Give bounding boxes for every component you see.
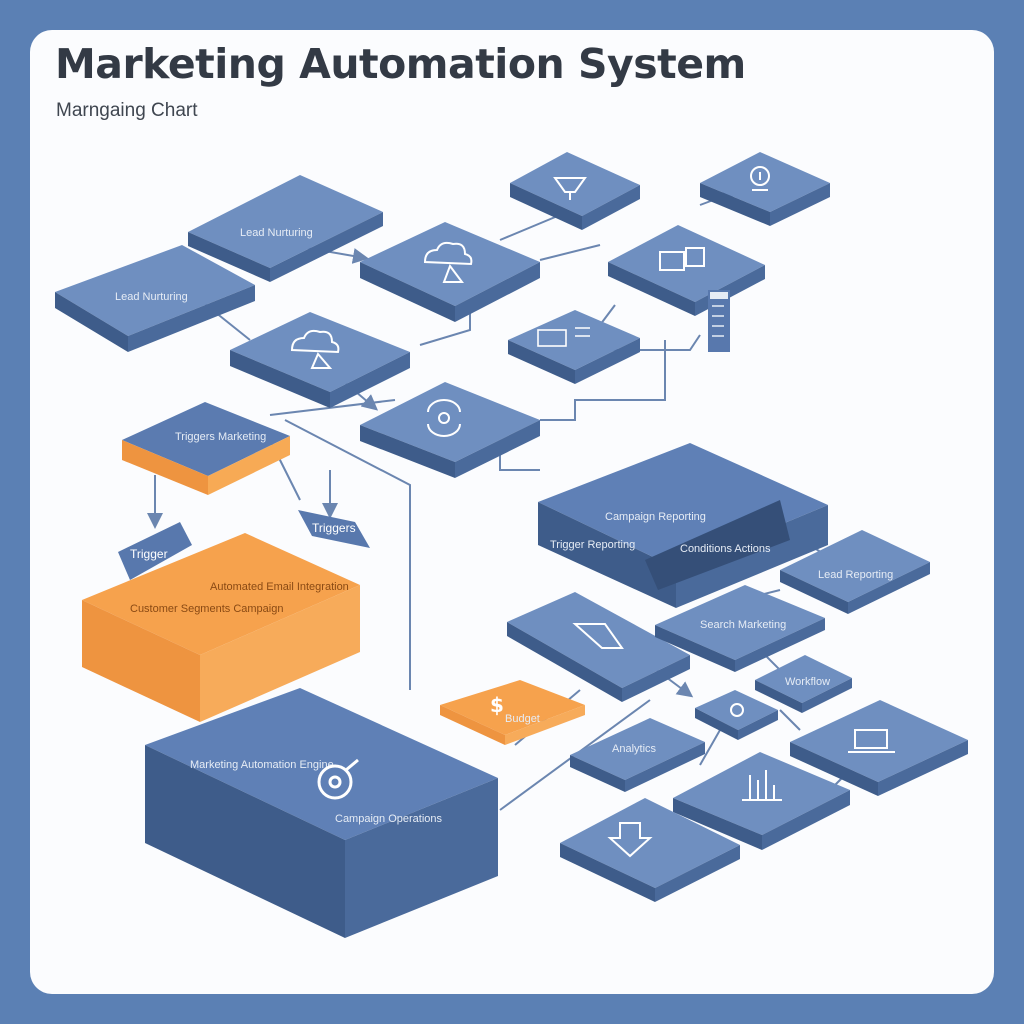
target-icon: [317, 758, 359, 800]
page-subtitle: Marngaing Chart: [56, 100, 198, 121]
funnel-icon: [553, 177, 587, 200]
tag-trigger-right[interactable]: Triggers: [298, 510, 370, 548]
trigger-reporting-label: Trigger Reporting: [550, 539, 635, 551]
node-triggers-marketing[interactable]: Triggers Marketing: [122, 402, 290, 495]
funnel-down-icon: [572, 623, 624, 649]
lead-nurturing-top-label: Lead Nurturing: [240, 227, 313, 239]
trigger-left-label: Trigger: [130, 547, 168, 561]
node-download[interactable]: [560, 798, 740, 902]
node-central-hub[interactable]: Marketing Automation Engine Campaign Ope…: [145, 688, 498, 938]
node-lead-reporting[interactable]: Lead Reporting: [780, 530, 930, 614]
node-gear[interactable]: [695, 690, 778, 740]
page-title: Marketing Automation System: [55, 40, 746, 88]
node-lightbulb[interactable]: [700, 152, 830, 226]
svg-text:$: $: [490, 693, 504, 717]
node-mini-workflow[interactable]: Workflow: [755, 655, 852, 713]
node-cloud-upper[interactable]: [360, 222, 540, 322]
node-campaign-reporting[interactable]: Campaign Reporting Trigger Reporting Con…: [538, 443, 828, 608]
dollar-icon: $: [490, 693, 504, 717]
orange-block-right-label: Automated Email Integration: [210, 581, 349, 593]
trigger-right-label: Triggers: [312, 521, 356, 535]
document-icon: [659, 247, 705, 271]
triggers-marketing-label: Triggers Marketing: [175, 431, 266, 443]
node-funnel-down[interactable]: [507, 592, 690, 702]
analytics-label: Analytics: [612, 743, 657, 755]
campaign-reporting-label: Campaign Reporting: [605, 511, 706, 523]
budget-label: Budget: [505, 713, 540, 725]
mini-workflow-label: Workflow: [785, 676, 830, 688]
node-lead-nurturing-left[interactable]: Lead Nurturing: [55, 245, 255, 352]
node-funnel-top[interactable]: [510, 152, 640, 230]
node-dashboard[interactable]: [508, 310, 640, 384]
node-cycle[interactable]: [360, 382, 540, 478]
list-panel-icon: [712, 305, 724, 337]
dashboard-icon: [537, 327, 590, 347]
tag-trigger-left[interactable]: Trigger: [118, 522, 192, 580]
node-budget[interactable]: $ Budget: [440, 680, 585, 745]
node-orange-campaign-block[interactable]: Customer Segments Campaign Automated Ema…: [82, 533, 360, 722]
central-hub-caption: Campaign Operations: [335, 813, 443, 825]
refresh-cycle-icon: [427, 399, 461, 437]
node-cloud-lower[interactable]: [230, 312, 410, 408]
node-side-panel[interactable]: [708, 290, 730, 352]
node-laptop[interactable]: [790, 700, 968, 796]
chart-icon: [742, 770, 782, 801]
search-marketing-label: Search Marketing: [700, 619, 786, 631]
laptop-icon: [848, 729, 895, 753]
conditions-actions-label: Conditions Actions: [680, 543, 771, 555]
cloud-icon: [290, 329, 340, 369]
node-search-marketing[interactable]: Search Marketing: [655, 585, 825, 672]
lightbulb-icon: [750, 166, 770, 191]
central-hub-label: Marketing Automation Engine: [190, 759, 334, 771]
node-analytics[interactable]: Analytics: [570, 718, 705, 792]
orange-block-left-label: Customer Segments Campaign: [130, 603, 283, 615]
download-icon: [607, 822, 653, 858]
node-document[interactable]: [608, 225, 765, 316]
lead-reporting-label: Lead Reporting: [818, 569, 893, 581]
gear-icon: [730, 703, 744, 717]
cloud-icon: [423, 241, 473, 283]
lead-nurturing-left-label: Lead Nurturing: [115, 291, 188, 303]
node-chart[interactable]: [673, 752, 850, 850]
node-lead-nurturing-top[interactable]: Lead Nurturing: [188, 175, 383, 282]
